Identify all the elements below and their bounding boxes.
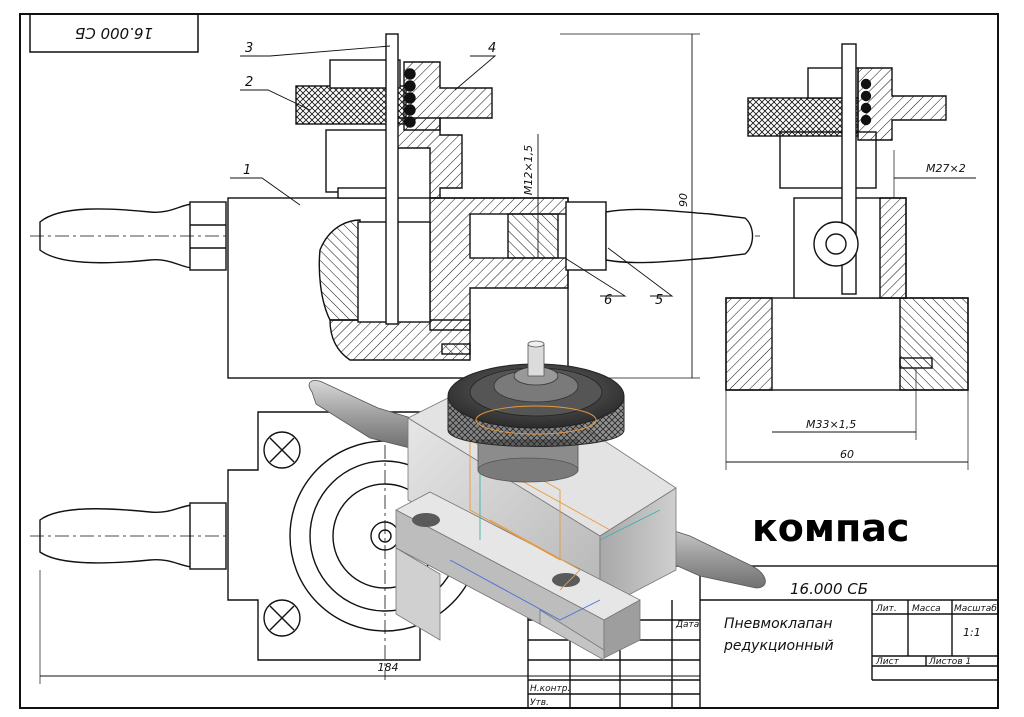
dim-m27: M27×2 — [926, 162, 966, 175]
rotated-code-box — [29, 13, 199, 53]
dim-m33: M33×1,5 — [806, 418, 856, 431]
title-col-scale: Масштаб — [954, 604, 997, 614]
dim-90: 90 — [677, 193, 690, 207]
title-sheet: Лист — [875, 657, 900, 667]
title-line1: Пневмоклапан — [724, 616, 833, 632]
callout-5: 5 — [655, 293, 663, 308]
title-scale-value: 1:1 — [963, 626, 981, 639]
dim-60: 60 — [840, 448, 854, 461]
callout-3: 3 — [245, 41, 253, 56]
title-utv: Утв. — [530, 698, 549, 708]
callout-1: 1 — [243, 163, 251, 178]
sheet-frame — [19, 13, 999, 709]
title-sheets: Листов 1 — [928, 657, 971, 667]
title-date: Дата — [675, 620, 699, 630]
brand-kompas: компас — [752, 506, 909, 550]
title-line2: редукционный — [723, 638, 834, 654]
model-left-handle — [308, 380, 419, 449]
front-section-view — [30, 33, 760, 379]
title-col-lit: Лит. — [875, 604, 897, 614]
title-n-kontr: Н.контр. — [530, 684, 570, 694]
callout-4: 4 — [488, 41, 496, 56]
callout-2: 2 — [245, 75, 253, 90]
side-knurled-nut — [747, 97, 859, 137]
title-block — [527, 565, 999, 709]
model-3d — [308, 340, 766, 661]
dim-m12: M12×1,5 — [522, 145, 535, 195]
right-handle — [605, 208, 754, 264]
model-base-right — [603, 599, 641, 659]
dim-184: 184 — [378, 661, 399, 674]
title-col-mass: Масса — [912, 604, 941, 614]
title-doc-code: 16.000 СБ — [790, 580, 868, 598]
rotated-code: 16.000 СБ — [75, 24, 153, 42]
callout-6: 6 — [604, 293, 612, 308]
side-section-view — [725, 43, 976, 470]
callout-leaders — [230, 45, 674, 297]
